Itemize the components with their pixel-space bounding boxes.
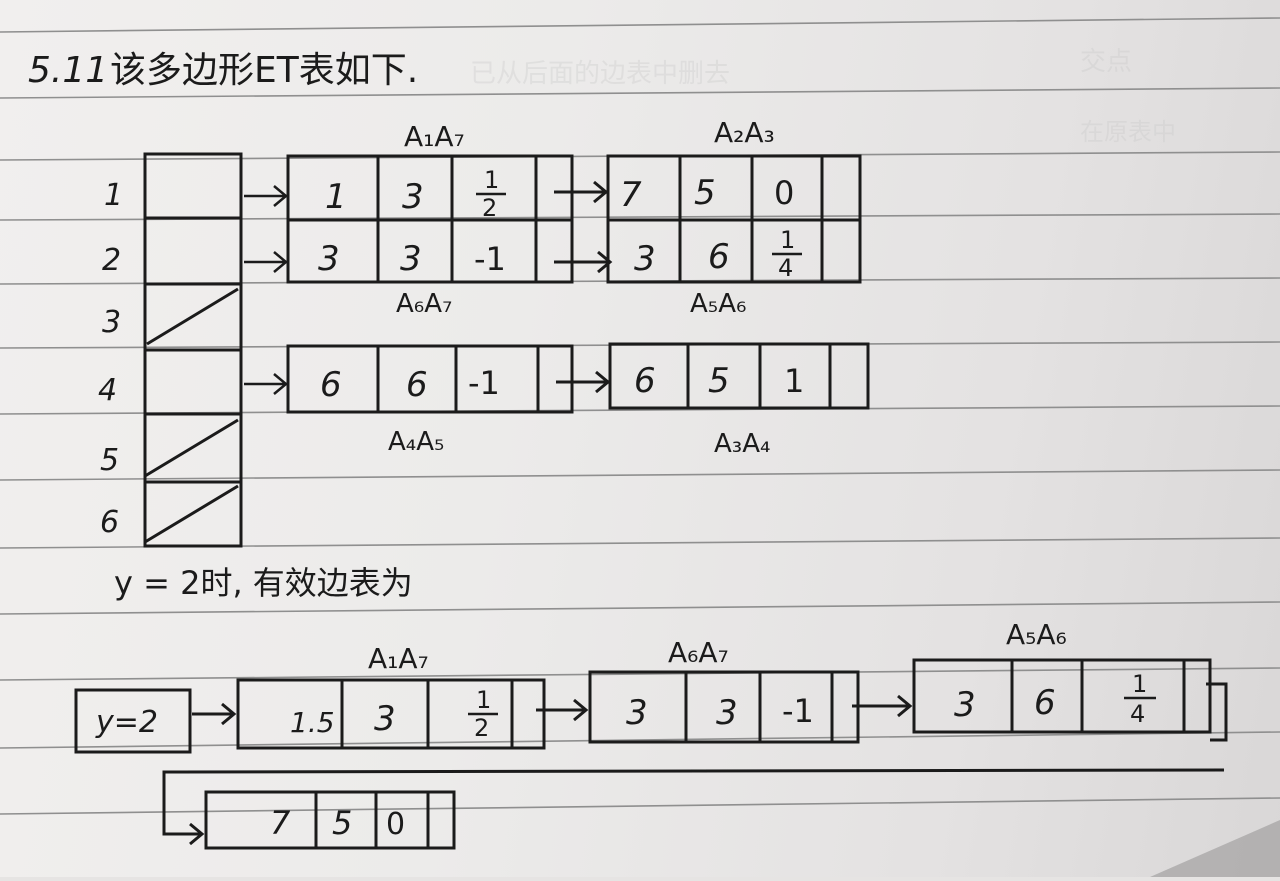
row-label-3: 3	[102, 305, 121, 340]
bleed-through-text: 已从后面的边表中删去 交点 在原表中	[470, 47, 1176, 146]
heading-text: 该多边形ET表如下.	[110, 50, 418, 91]
node-dx: -1	[782, 692, 814, 730]
node-ymax: 3	[954, 685, 976, 725]
node-ymax: 3	[626, 693, 648, 733]
edge-label-A1A7: A₁A₇	[404, 120, 465, 153]
node-ymax: 7	[620, 175, 642, 215]
aet-caption: y = 2时, 有效边表为	[114, 564, 413, 602]
node-dx: -1	[474, 240, 506, 278]
row-label-5: 5	[100, 443, 119, 478]
node-dx-numerator: 1	[476, 686, 491, 714]
node-x: 5	[694, 173, 716, 213]
problem-number: 5.11	[28, 50, 108, 91]
node-x: 3	[400, 239, 422, 279]
edge-label-A5A6: A₅A₆	[1006, 618, 1067, 651]
node-dx-numerator: 1	[780, 226, 795, 254]
row-label-2: 2	[102, 243, 121, 278]
edge-label-A6A7: A₆A₇	[668, 636, 729, 669]
row-label-1: 1	[104, 178, 123, 213]
node-x: 6	[1034, 683, 1056, 723]
bucket-arrows	[244, 185, 288, 395]
node-dx-denominator: 2	[474, 714, 489, 742]
node-ymax: 6	[320, 365, 342, 405]
node-dx-denominator: 2	[482, 194, 497, 222]
node-dx: -1	[468, 364, 500, 402]
et-row-2: 3 3 -1 3 6 1 4 A₆A₇ A₅A₆	[286, 218, 862, 319]
edge-label-A2A3: A₂A₃	[714, 116, 775, 149]
bleed-line-1: 已从后面的边表中删去	[470, 59, 730, 89]
node-dx: 0	[386, 807, 405, 842]
et-bucket-column	[143, 152, 243, 548]
edge-label-A3A4: A₃A₄	[714, 429, 770, 459]
bleed-line-2: 交点	[1080, 47, 1132, 77]
row-label-6: 6	[100, 505, 119, 540]
node-dx: 0	[774, 174, 794, 212]
et-row-4: 6 6 -1 6 5 1 A₄A₅ A₃A₄	[286, 342, 870, 459]
edge-label-A1A7: A₁A₇	[368, 642, 429, 675]
et-row-1: A₁A₇ A₂A₃ 1 3 1 2 7 5 0	[286, 116, 862, 222]
node-dx-numerator: 1	[1132, 670, 1147, 698]
node-x: 6	[406, 365, 428, 405]
aet-list: y=2 A₁A₇ 1.5 3 1 2 A₆A₇ 3 3 -1 A₅A₆ 3 6 …	[74, 618, 1228, 850]
node-dx: 1	[784, 362, 804, 400]
null-slash-row-6	[144, 484, 239, 544]
null-slash-row-3	[146, 287, 239, 346]
node-ymax: 6	[634, 361, 656, 401]
node-x: 6	[708, 237, 730, 277]
node-x: 5	[332, 804, 352, 842]
node-x: 3	[716, 693, 738, 733]
node-ymax: 3	[634, 239, 656, 279]
node-ymax: 7	[270, 804, 291, 842]
node-ymax: 3	[318, 239, 340, 279]
row-label-4: 4	[98, 373, 117, 408]
node-x: 5	[708, 361, 730, 401]
node-x: 3	[374, 699, 396, 739]
node-dx-denominator: 4	[1130, 700, 1145, 728]
photo-shadow	[1150, 820, 1280, 877]
aet-head-label: y=2	[95, 705, 158, 740]
row-labels: 1 2 3 4 5 6	[98, 178, 123, 540]
node-ymax: 1.5	[290, 706, 335, 739]
null-slash-row-5	[144, 418, 239, 478]
edge-label-A5A6: A₅A₆	[690, 289, 746, 319]
node-x: 3	[402, 177, 424, 217]
edge-label-A6A7: A₆A₇	[396, 289, 452, 319]
bleed-line-3: 在原表中	[1080, 118, 1176, 146]
edge-label-A4A5: A₄A₅	[388, 427, 444, 457]
node-ymax: 1	[325, 177, 347, 217]
node-dx-numerator: 1	[484, 166, 499, 194]
node-dx-denominator: 4	[778, 254, 793, 282]
